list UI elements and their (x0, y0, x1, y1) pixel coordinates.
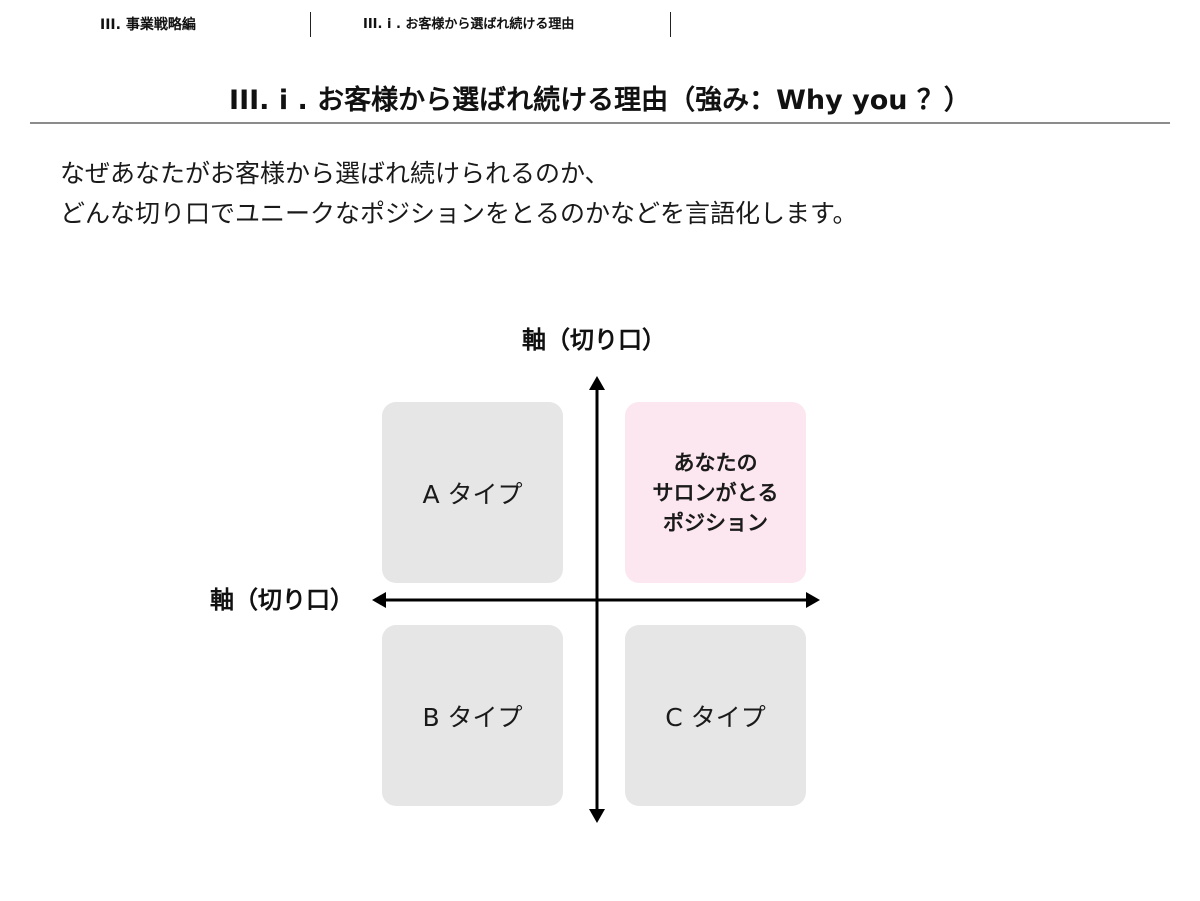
horizontal-axis-label: 軸（切り口） (210, 586, 354, 614)
quadrant-your-position: あなたの サロンがとる ポジション (625, 402, 806, 583)
arrow-right-icon (806, 592, 820, 608)
quadrant-a-label: A タイプ (422, 479, 523, 509)
intro-text: なぜあなたがお客様から選ばれ続けられるのか、 どんな切り口でユニークなポジション… (60, 154, 1160, 234)
breadcrumb-divider (670, 12, 671, 37)
breadcrumb-divider (310, 12, 311, 37)
title-underline (30, 122, 1170, 124)
quadrant-a-type: A タイプ (382, 402, 563, 583)
arrow-down-icon (589, 809, 605, 823)
quadrant-b-type: B タイプ (382, 625, 563, 806)
arrow-left-icon (372, 592, 386, 608)
intro-line-1: なぜあなたがお客様から選ばれ続けられるのか、 (60, 159, 610, 188)
breadcrumb-current: III. i . お客様から選ばれ続ける理由 (363, 17, 575, 32)
your-position-line-3: ポジション (663, 510, 768, 535)
your-position-label: あなたの サロンがとる ポジション (653, 448, 779, 538)
your-position-line-1: あなたの (673, 450, 758, 475)
quadrant-c-type: C タイプ (625, 625, 806, 806)
breadcrumb-section: III. 事業戦略編 (100, 17, 196, 33)
arrow-up-icon (589, 376, 605, 390)
page-title: III. i . お客様から選ばれ続ける理由（強み：Why you ？） (229, 85, 971, 116)
your-position-line-2: サロンがとる (652, 480, 779, 505)
vertical-axis-label: 軸（切り口） (522, 326, 666, 354)
quadrant-b-label: B タイプ (422, 702, 523, 732)
quadrant-c-label: C タイプ (665, 702, 766, 732)
intro-line-2: どんな切り口でユニークなポジションをとるのかなどを言語化します。 (60, 199, 858, 228)
